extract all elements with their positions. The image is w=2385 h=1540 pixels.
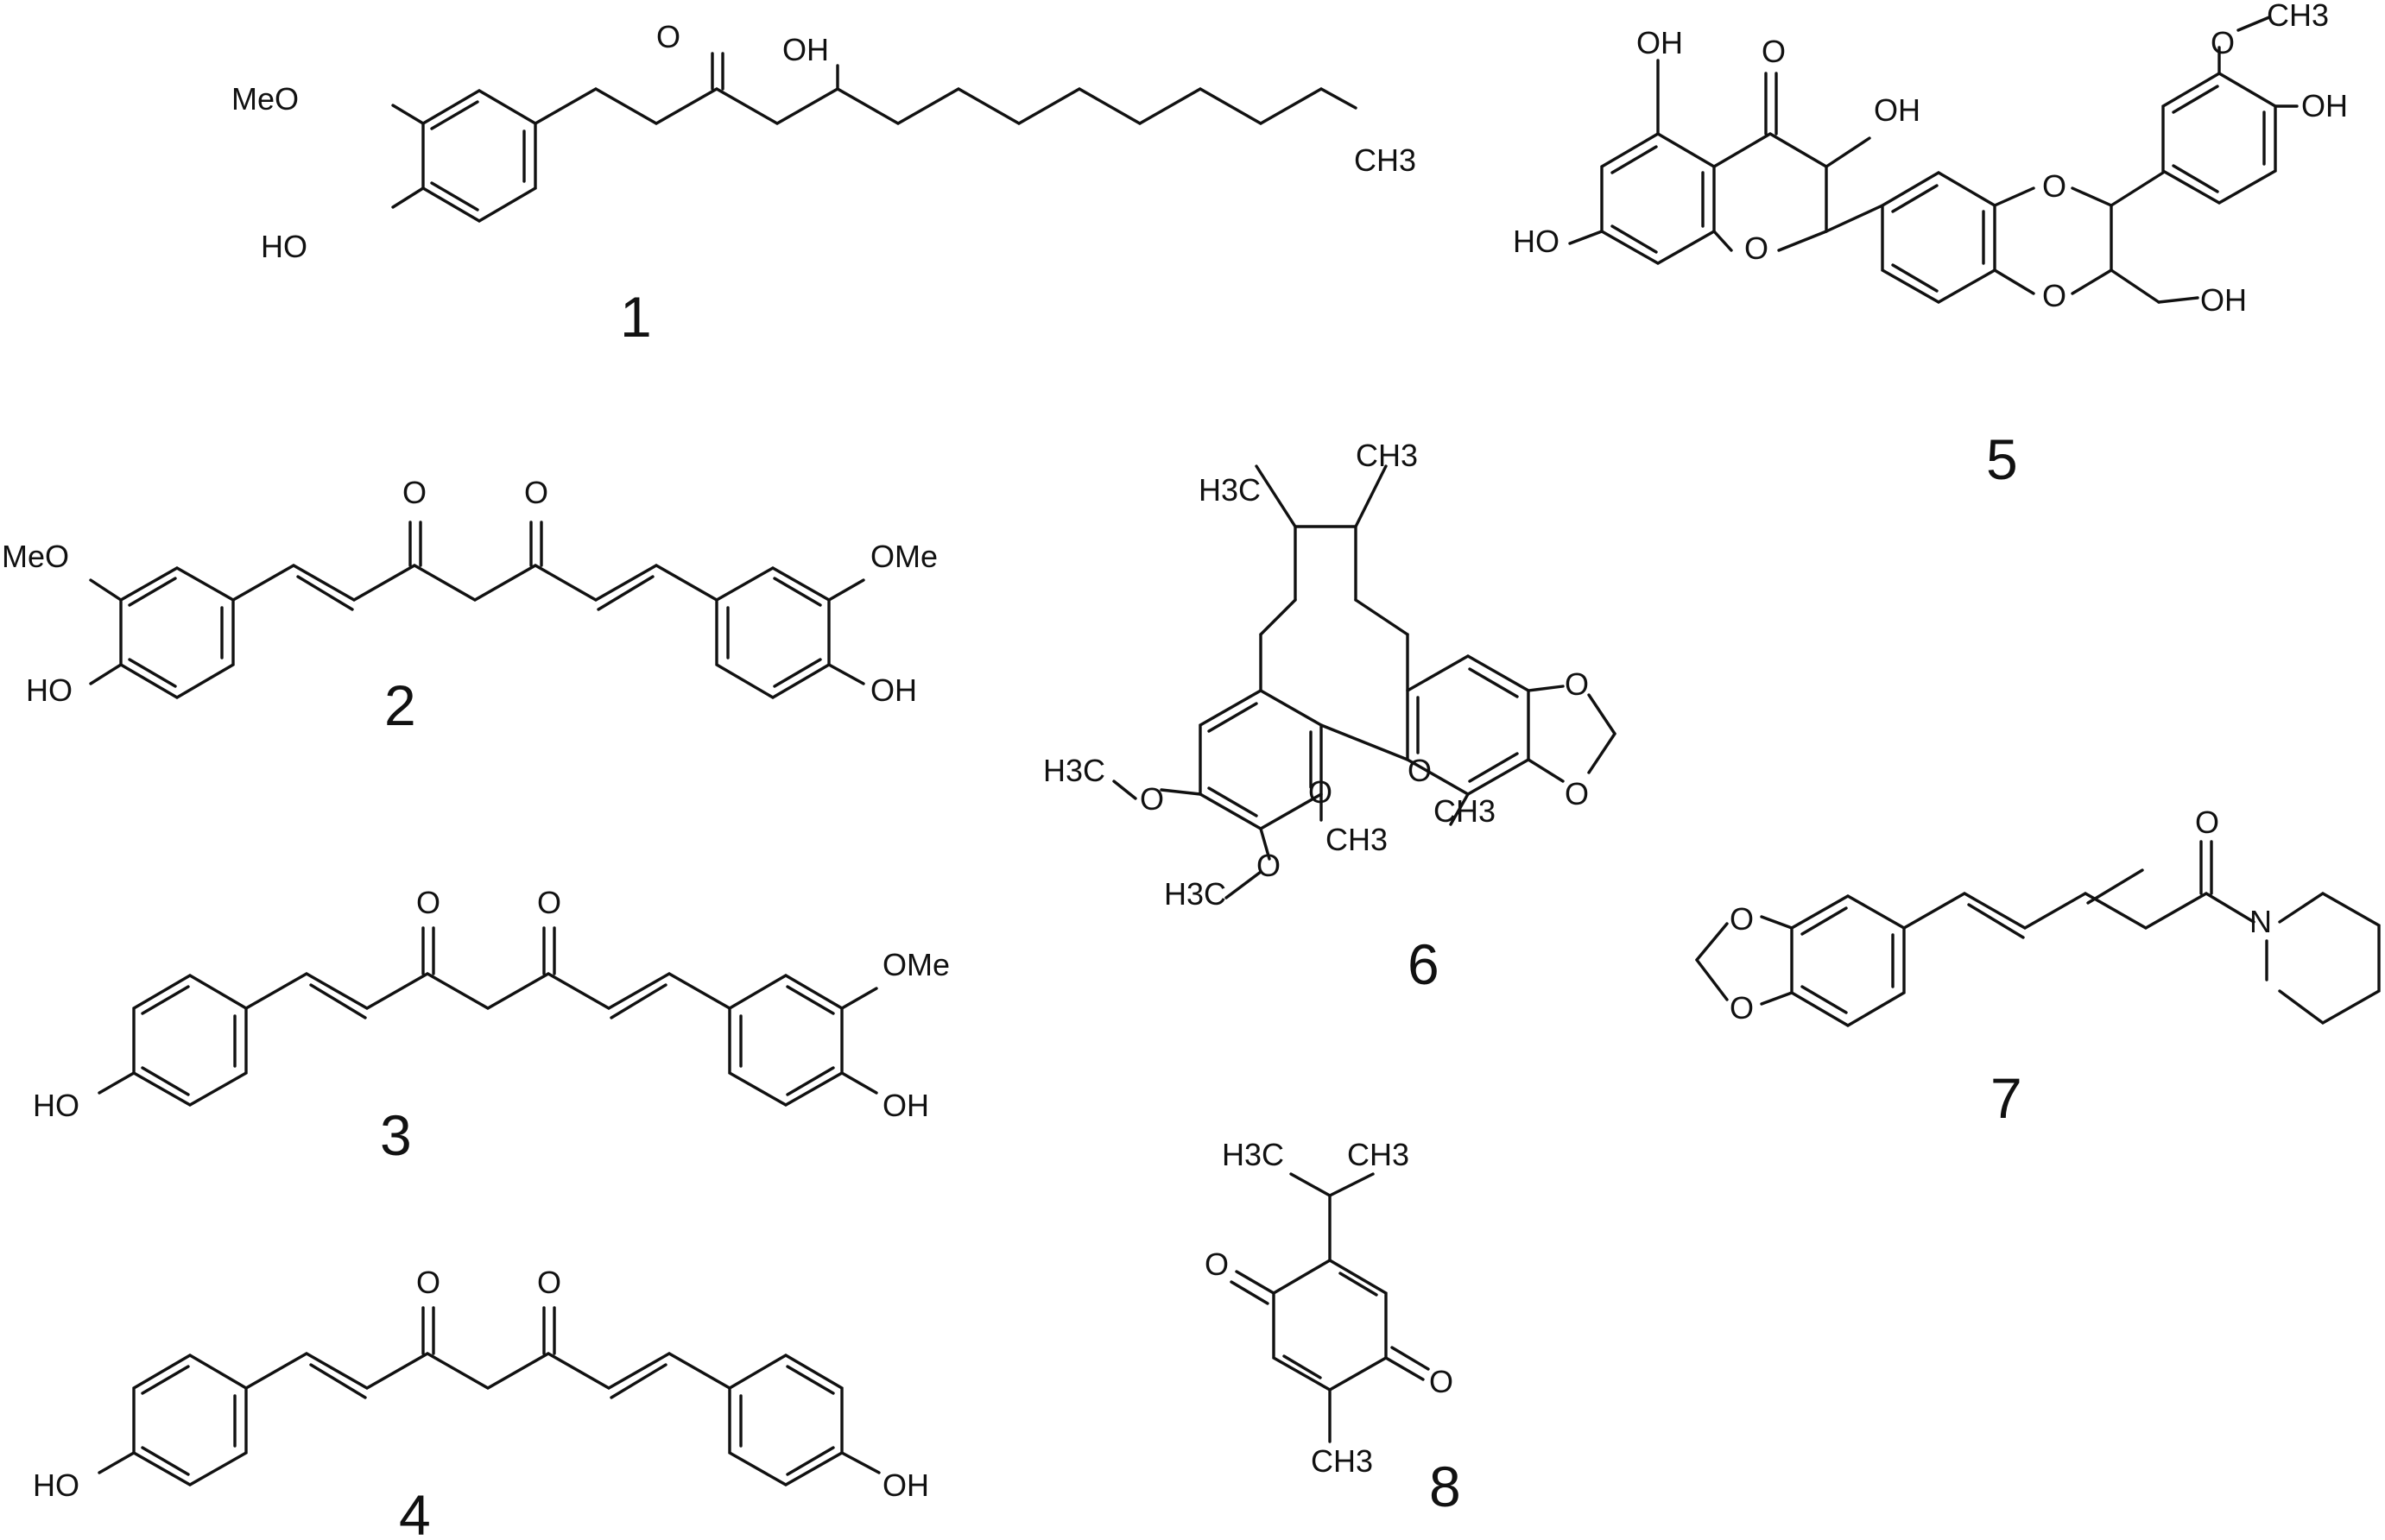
c6-label-o-right: O	[1408, 753, 1432, 788]
c2-label-ho: HO	[26, 672, 73, 708]
c3-label-oh: OH	[883, 1088, 929, 1123]
c7-label-o-dioxole-top: O	[1730, 901, 1754, 937]
c4-label-oh: OH	[883, 1467, 929, 1503]
c6-label-h3c-top: H3C	[1199, 472, 1261, 508]
c5-label-o-methoxy: O	[2211, 25, 2235, 60]
c1-label-oh: OH	[782, 32, 829, 67]
compound-number-5: 5	[1986, 427, 2018, 491]
c2-label-meo: MeO	[2, 539, 69, 574]
compound-5-bonds	[1568, 16, 2299, 304]
c8-label-o-right: O	[1429, 1364, 1453, 1399]
c5-label-o-ketone: O	[1762, 34, 1786, 69]
c5-label-oh-c3: OH	[1874, 92, 1920, 128]
compound-7-bonds	[1695, 840, 2381, 1027]
c7-label-o-dioxole-bottom: O	[1730, 990, 1754, 1026]
c5-label-oh-ch2: OH	[2200, 282, 2247, 318]
compound-number-8: 8	[1429, 1455, 1461, 1518]
c6-label-o-dioxole-bottom: O	[1565, 776, 1589, 811]
c6-label-o-bottom: O	[1256, 848, 1281, 883]
c5-label-o-ring: O	[1744, 230, 1768, 266]
c5-label-ho: HO	[1513, 224, 1559, 259]
compound-1-bonds	[391, 52, 1357, 223]
compound-number-6: 6	[1408, 932, 1439, 996]
c5-label-o-dioxane-bottom: O	[2042, 278, 2066, 313]
c6-label-h3c-bottom: H3C	[1164, 876, 1226, 912]
c1-label-ho: HO	[261, 229, 307, 264]
c6-label-o-dioxole-top: O	[1565, 666, 1589, 702]
c8-label-o-left: O	[1205, 1247, 1229, 1282]
compound-4-bonds	[98, 1306, 881, 1486]
compound-2-bonds	[89, 521, 865, 699]
compound-number-1: 1	[620, 285, 652, 349]
compound-3-bonds	[98, 926, 878, 1107]
c2-label-ome: OMe	[870, 539, 938, 574]
compound-number-7: 7	[1990, 1066, 2022, 1130]
c5-label-oh-right: OH	[2301, 88, 2348, 123]
c6-label-ch3-top: CH3	[1356, 438, 1418, 473]
c8-label-h3c: H3C	[1222, 1137, 1284, 1172]
c8-label-ch3-bottom: CH3	[1311, 1443, 1373, 1479]
c2-label-o1: O	[402, 475, 427, 510]
c1-label-ch3: CH3	[1354, 142, 1416, 178]
c3-label-o1: O	[416, 885, 440, 920]
compound-8: H3C CH3 O O CH3 8	[1205, 1137, 1461, 1518]
c6-label-ch3-right: CH3	[1433, 793, 1496, 829]
compound-number-3: 3	[380, 1103, 412, 1167]
compound-2: MeO HO O O OMe OH 2	[2, 475, 938, 737]
c5-label-o-dioxane-top: O	[2042, 168, 2066, 204]
compound-5: OH O OH HO O O O CH3 OH OH O 5	[1513, 0, 2348, 491]
compound-1: MeO HO O OH CH3 1	[231, 19, 1416, 349]
c6-label-h3c-left: H3C	[1043, 753, 1105, 788]
c7-label-o-amide: O	[2195, 805, 2219, 840]
compound-3: HO O O OMe OH 3	[33, 885, 950, 1167]
compound-6-bonds	[1112, 464, 1616, 899]
c3-label-ome: OMe	[883, 947, 950, 982]
c3-label-o2: O	[537, 885, 561, 920]
c6-label-ch3-middle: CH3	[1325, 822, 1388, 857]
c8-label-ch3-top: CH3	[1347, 1137, 1409, 1172]
c3-label-ho: HO	[33, 1088, 79, 1123]
c2-label-o2: O	[524, 475, 548, 510]
compound-4: HO O O OH 4	[33, 1265, 929, 1540]
c2-label-oh: OH	[870, 672, 917, 708]
compound-6: H3C CH3 H3C O O CH3 O CH3 H3C O O O 6	[1043, 438, 1616, 996]
c6-label-o-left: O	[1140, 781, 1164, 817]
c1-label-meo: MeO	[231, 81, 299, 117]
c4-label-ho: HO	[33, 1467, 79, 1503]
c5-label-oh-top: OH	[1636, 25, 1683, 60]
compound-7: O O O N 7	[1695, 805, 2381, 1130]
c5-label-ch3: CH3	[2267, 0, 2329, 33]
c7-label-n: N	[2249, 904, 2272, 939]
c1-label-o: O	[656, 19, 680, 54]
compound-8-bonds	[1230, 1172, 1430, 1443]
compound-number-4: 4	[399, 1483, 431, 1540]
c4-label-o2: O	[537, 1265, 561, 1300]
compound-number-2: 2	[384, 673, 416, 737]
c4-label-o1: O	[416, 1265, 440, 1300]
c6-label-o-middle: O	[1308, 774, 1332, 810]
